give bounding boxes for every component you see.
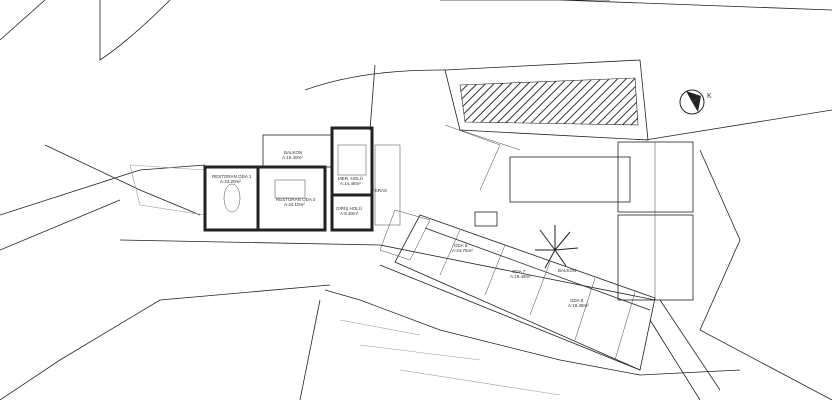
- room-label: ODA 6: [454, 243, 468, 248]
- room-label: BALKON: [558, 268, 576, 273]
- room-labels: RESTORAN ODA 1 A:34.20m² BALKON A:16.40m…: [212, 150, 589, 308]
- room-label: GİRİŞ HOLÜ: [336, 205, 362, 211]
- room-label: ODA 8: [570, 298, 584, 303]
- roof-structure: [444, 59, 649, 191]
- room-label: BALKON: [284, 150, 302, 155]
- room-label: TERAS: [372, 188, 387, 193]
- room-area: A:16.40m²: [282, 155, 303, 160]
- parking-area: [617, 141, 694, 301]
- north-label: K: [707, 93, 712, 100]
- room-area: A:24.75m²: [452, 248, 473, 253]
- restaurant-building: [203, 126, 401, 232]
- room-area: A:8.30m²: [340, 211, 359, 216]
- room-area: A:34.10m²: [284, 202, 305, 207]
- room-area: A:19.48m²: [510, 274, 531, 279]
- room-label: RESTORAN ODA 2: [276, 197, 316, 202]
- guest-rooms-block: [379, 209, 656, 371]
- room-label: ODA 7: [512, 269, 526, 274]
- palm-tree: [535, 225, 579, 269]
- room-area: A:19.48m²: [568, 303, 589, 308]
- room-area: A:34.20m²: [220, 179, 241, 184]
- room-label: RESTORAN ODA 1: [212, 174, 252, 179]
- room-label: MER. HOLÜ: [338, 175, 363, 181]
- room-area: A:14.46m²: [340, 181, 361, 186]
- pool: [509, 156, 631, 203]
- north-arrow: K: [679, 89, 712, 115]
